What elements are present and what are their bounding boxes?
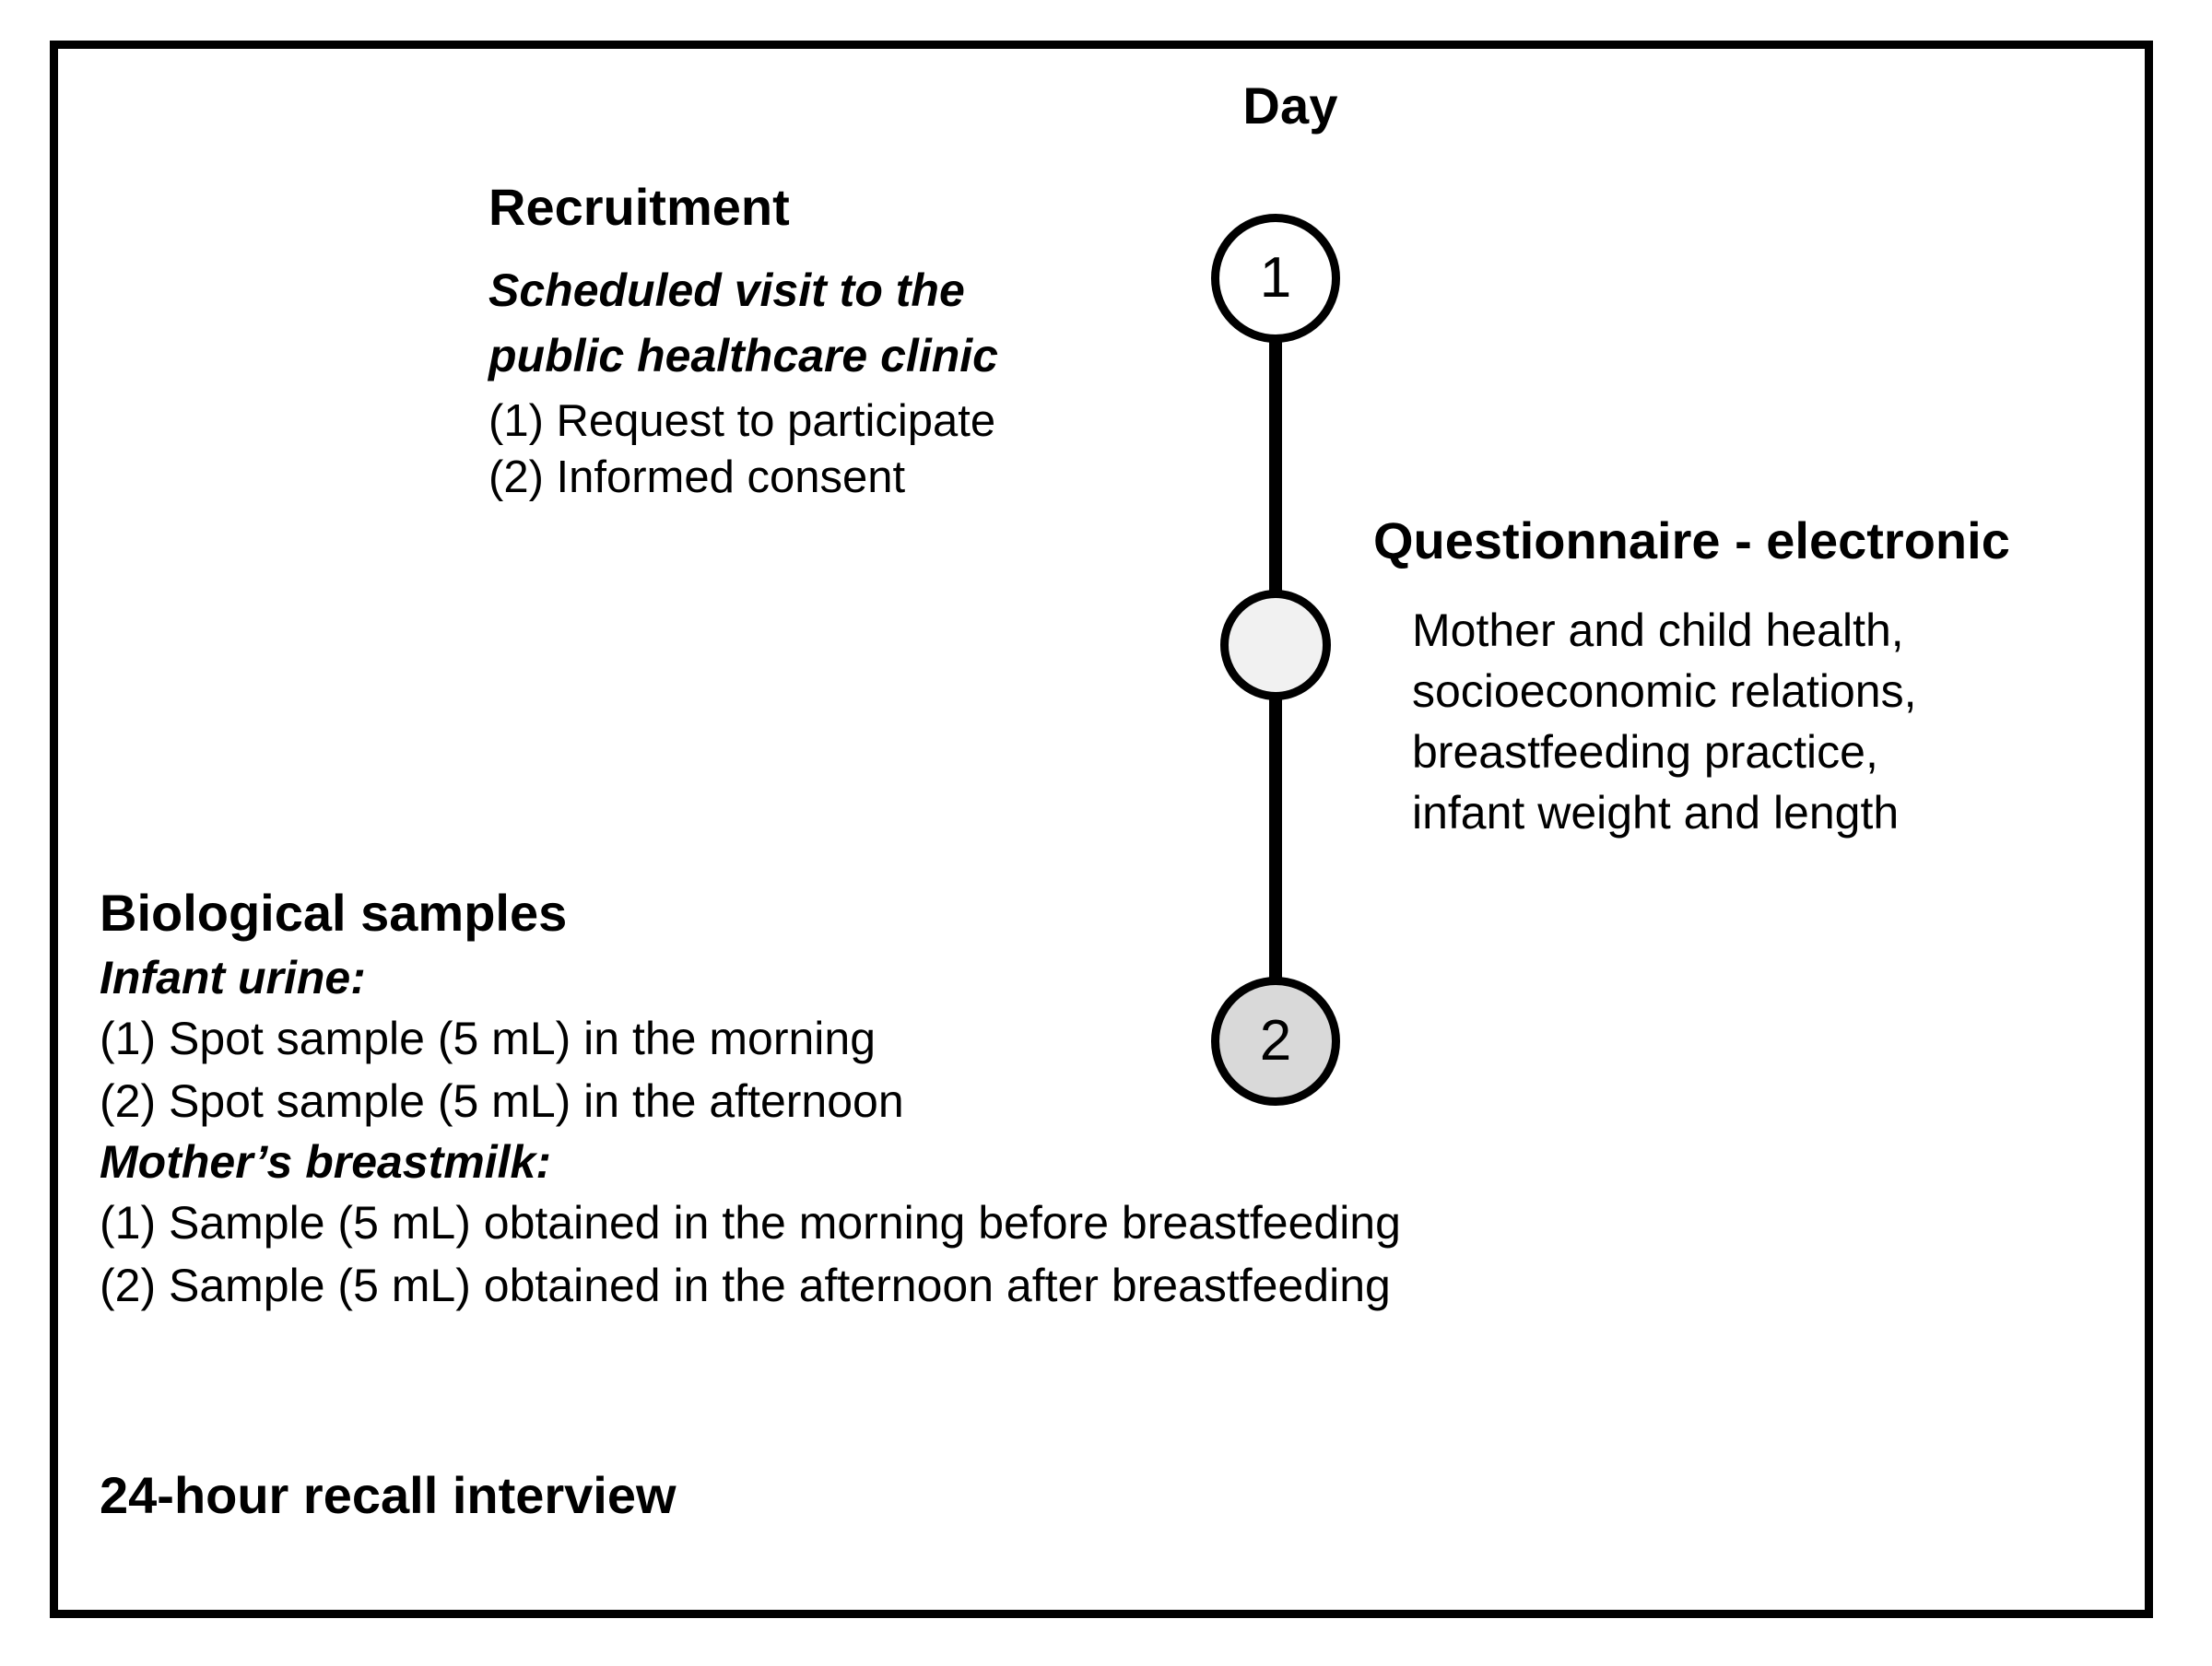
day-axis-label: Day <box>1242 76 1338 135</box>
recall-interview-heading: 24-hour recall interview <box>100 1466 677 1524</box>
questionnaire-heading: Questionnaire - electronic <box>1373 511 2010 569</box>
questionnaire-line-4: infant weight and length <box>1412 786 1900 839</box>
timeline-node-day2-label: 2 <box>1259 1009 1292 1073</box>
questionnaire-line-1: Mother and child health, <box>1412 604 1904 656</box>
biological-samples-block: Biological samples Infant urine: (1) Spo… <box>100 884 1943 1319</box>
biological-samples-heading: Biological samples <box>100 884 568 942</box>
infant-urine-item-1: (1) Spot sample (5 mL) in the morning <box>100 1012 877 1064</box>
recruitment-item-2: (2) Informed consent <box>488 452 906 503</box>
recruitment-subhead-line1: Scheduled visit to the <box>488 264 965 316</box>
breastmilk-label: Mother’s breastmilk: <box>100 1135 551 1188</box>
recruitment-heading: Recruitment <box>488 178 790 236</box>
breastmilk-item-1: (1) Sample (5 mL) obtained in the mornin… <box>100 1196 1401 1249</box>
questionnaire-line-3: breastfeeding practice, <box>1412 725 1878 778</box>
timeline-node-day2: 2 <box>1211 977 1340 1106</box>
infant-urine-label: Infant urine: <box>100 951 366 1003</box>
timeline: 1 2 <box>1189 184 1392 1198</box>
timeline-segment-upper <box>1269 332 1282 608</box>
timeline-node-day1: 1 <box>1211 214 1340 343</box>
timeline-segment-lower <box>1269 689 1282 993</box>
questionnaire-block: Questionnaire - electronic Mother and ch… <box>1373 511 2147 843</box>
recruitment-item-1: (1) Request to participate <box>488 395 996 446</box>
recruitment-block: Recruitment Scheduled visit to the publi… <box>488 178 1189 506</box>
infant-urine-item-2: (2) Spot sample (5 mL) in the afternoon <box>100 1074 904 1127</box>
figure-border <box>50 41 2153 1618</box>
breastmilk-item-2: (2) Sample (5 mL) obtained in the aftern… <box>100 1259 1391 1311</box>
recruitment-subhead-line2: public healthcare clinic <box>488 329 998 381</box>
questionnaire-line-2: socioeconomic relations, <box>1412 664 1917 717</box>
timeline-node-day1-label: 1 <box>1259 246 1292 310</box>
timeline-node-middle <box>1220 590 1331 700</box>
